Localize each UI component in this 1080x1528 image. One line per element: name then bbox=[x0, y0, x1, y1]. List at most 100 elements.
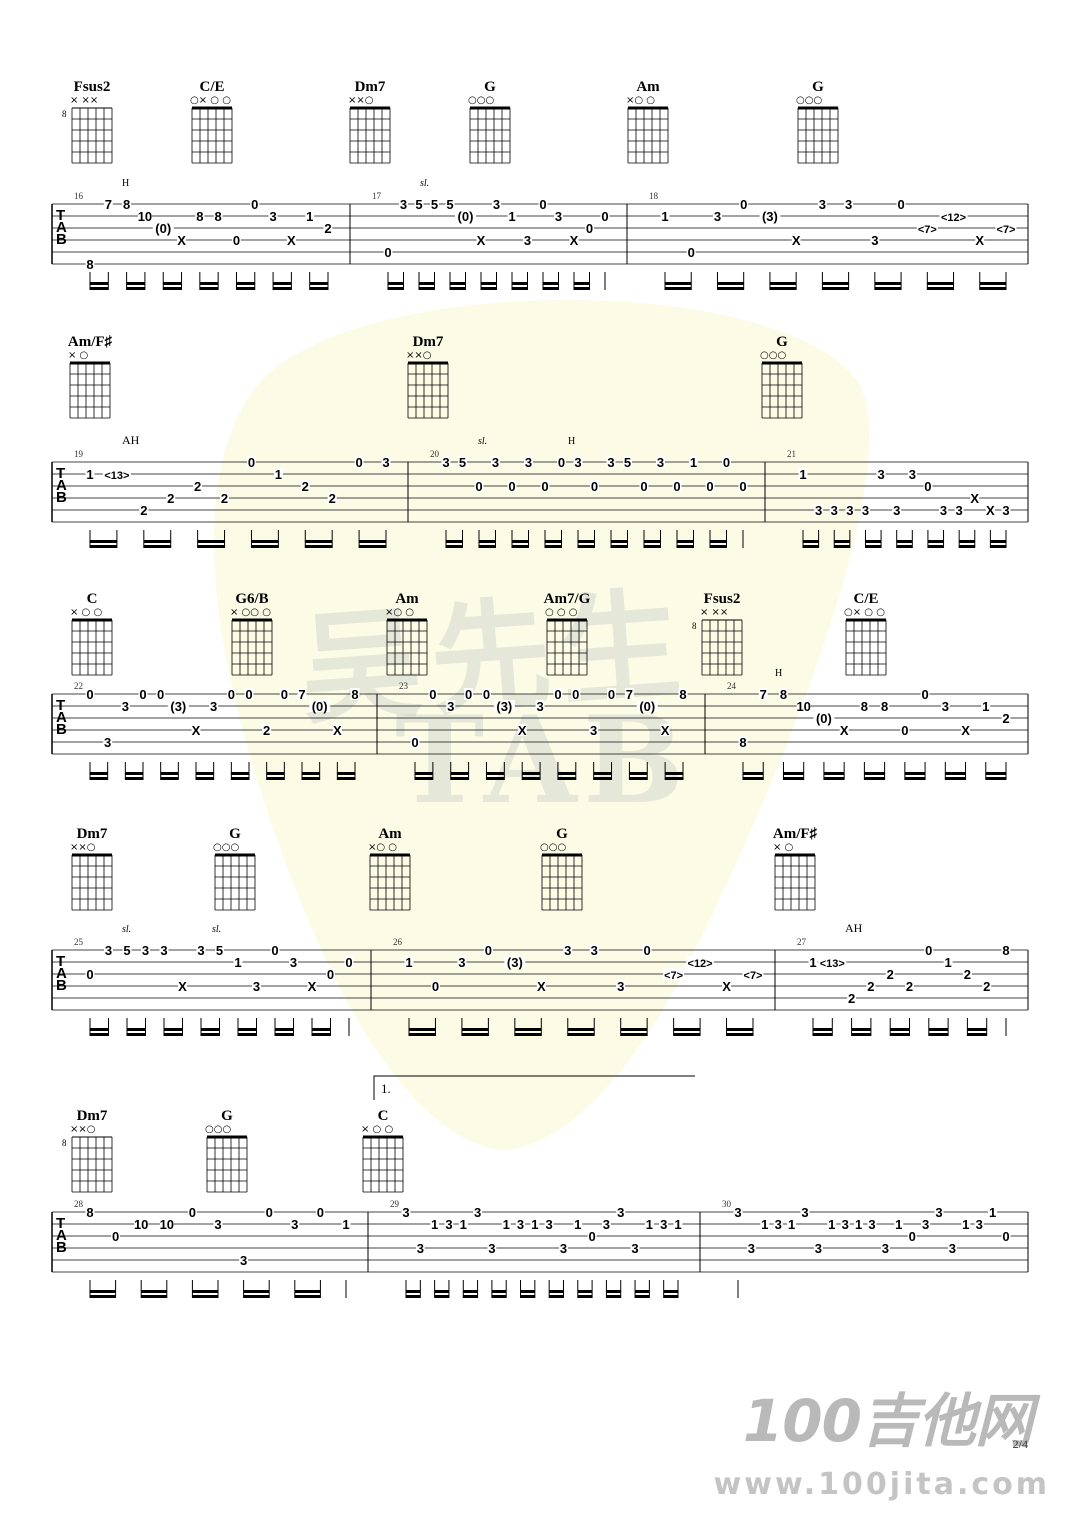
fret-number: 8 bbox=[86, 257, 93, 272]
fret-number: 0 bbox=[355, 455, 362, 470]
fret-number: 3 bbox=[893, 503, 900, 518]
chord-name: C/E bbox=[199, 79, 224, 95]
fret-number: 8 bbox=[351, 687, 358, 702]
note-beam bbox=[197, 545, 225, 548]
fret-number: 0 bbox=[429, 687, 436, 702]
note-beam bbox=[434, 1290, 449, 1293]
chord-string-markers: ×○ ○ bbox=[368, 842, 397, 853]
fret-bg bbox=[233, 956, 243, 968]
fret-number: 7 bbox=[105, 197, 112, 212]
note-beam bbox=[273, 282, 292, 285]
fret-bg bbox=[808, 956, 818, 968]
fret-number: 0 bbox=[281, 687, 288, 702]
fret-number: 0 bbox=[706, 479, 713, 494]
note-beam bbox=[665, 777, 683, 780]
chord-string-markers: × ×× bbox=[70, 95, 98, 106]
note-beam bbox=[406, 1290, 421, 1293]
fret-bg bbox=[739, 198, 749, 210]
technique-annotation: sl. bbox=[212, 924, 221, 935]
watermark-tab: TAB bbox=[395, 690, 691, 831]
note-beam bbox=[606, 1290, 621, 1293]
fret-bg bbox=[270, 944, 280, 956]
fret-number: 5 bbox=[624, 455, 631, 470]
fret-number: 0 bbox=[251, 197, 258, 212]
note-beam bbox=[312, 1033, 331, 1036]
fret-number: 3 bbox=[909, 467, 916, 482]
note-beam bbox=[543, 287, 559, 290]
fret-number: 1 bbox=[574, 1217, 581, 1232]
fret-bg bbox=[430, 198, 439, 210]
fret-bg bbox=[705, 480, 715, 492]
chord-name: G6/B bbox=[235, 591, 268, 607]
fret-number: 0 bbox=[465, 687, 472, 702]
note-beam bbox=[574, 282, 590, 285]
fret-bg bbox=[530, 1218, 540, 1230]
fret-number: 3 bbox=[748, 1241, 755, 1256]
fret-number: 3 bbox=[842, 1217, 849, 1232]
fret-number: 3 bbox=[210, 699, 217, 714]
tab-clef-letter: T bbox=[56, 953, 65, 970]
fret-number: 3 bbox=[657, 455, 664, 470]
chord-string-markers: ○○○ bbox=[213, 842, 239, 853]
note-beam bbox=[164, 1028, 183, 1031]
fret-bg bbox=[961, 724, 971, 736]
fret-bg bbox=[905, 980, 914, 992]
fret-bg bbox=[297, 688, 307, 700]
fret-bg bbox=[689, 456, 698, 468]
tab-clef-letter: T bbox=[56, 207, 65, 224]
fret-bg bbox=[974, 1218, 984, 1230]
tab-clef-letter: T bbox=[56, 697, 65, 714]
fret-number: 1 bbox=[531, 1217, 538, 1232]
note-beam bbox=[769, 282, 797, 285]
fret-number: 8 bbox=[86, 1205, 93, 1220]
tab-clef-letter: A bbox=[56, 1227, 67, 1244]
note-beam bbox=[243, 1290, 270, 1293]
note-beam bbox=[486, 777, 505, 780]
fret-number: 0 bbox=[673, 479, 680, 494]
fret-bg bbox=[554, 210, 563, 222]
note-beam bbox=[461, 1028, 489, 1031]
note-beam bbox=[231, 772, 249, 775]
fret-bg bbox=[152, 222, 174, 234]
fret-bg bbox=[196, 944, 206, 956]
note-beam bbox=[665, 772, 683, 775]
note-beam bbox=[629, 772, 648, 775]
fret-bg bbox=[982, 980, 992, 992]
fret-bg bbox=[563, 944, 573, 956]
fret-bg bbox=[156, 688, 166, 700]
chord-name: G bbox=[812, 79, 824, 95]
fret-bg bbox=[323, 222, 333, 234]
fret-number: 0 bbox=[925, 943, 932, 958]
note-beam bbox=[273, 287, 292, 290]
fret-bg bbox=[870, 234, 880, 246]
fret-bg bbox=[840, 1218, 850, 1230]
fret-bg bbox=[492, 198, 501, 210]
fret-number: 3 bbox=[942, 699, 949, 714]
note-beam bbox=[967, 1033, 987, 1036]
chord-string-markers: ××○ bbox=[406, 350, 431, 361]
fret-number: 0 bbox=[541, 479, 548, 494]
fret-bg bbox=[430, 1218, 440, 1230]
fret-number: 1 bbox=[761, 1217, 768, 1232]
note-beam bbox=[337, 772, 355, 775]
fret-number: 2 bbox=[140, 503, 147, 518]
fret-number: 0 bbox=[432, 979, 439, 994]
note-beam bbox=[359, 540, 386, 543]
fret-number: X bbox=[986, 503, 995, 518]
fret-bg bbox=[571, 688, 581, 700]
fret-bg bbox=[920, 688, 930, 700]
fret-bg bbox=[988, 1206, 998, 1218]
volta-label: 1. bbox=[381, 1081, 391, 1096]
note-beam bbox=[620, 1033, 648, 1036]
note-beam bbox=[126, 287, 145, 290]
fret-bg bbox=[85, 688, 95, 700]
fret-bg bbox=[474, 480, 484, 492]
fret-bg bbox=[712, 210, 722, 222]
note-beam bbox=[567, 1028, 595, 1031]
fret-bg bbox=[894, 1218, 904, 1230]
note-beam bbox=[450, 287, 466, 290]
note-beam bbox=[238, 1033, 257, 1036]
note-beam bbox=[388, 282, 404, 285]
fret-bg bbox=[187, 1206, 197, 1218]
fret-number: 1 bbox=[855, 1217, 862, 1232]
